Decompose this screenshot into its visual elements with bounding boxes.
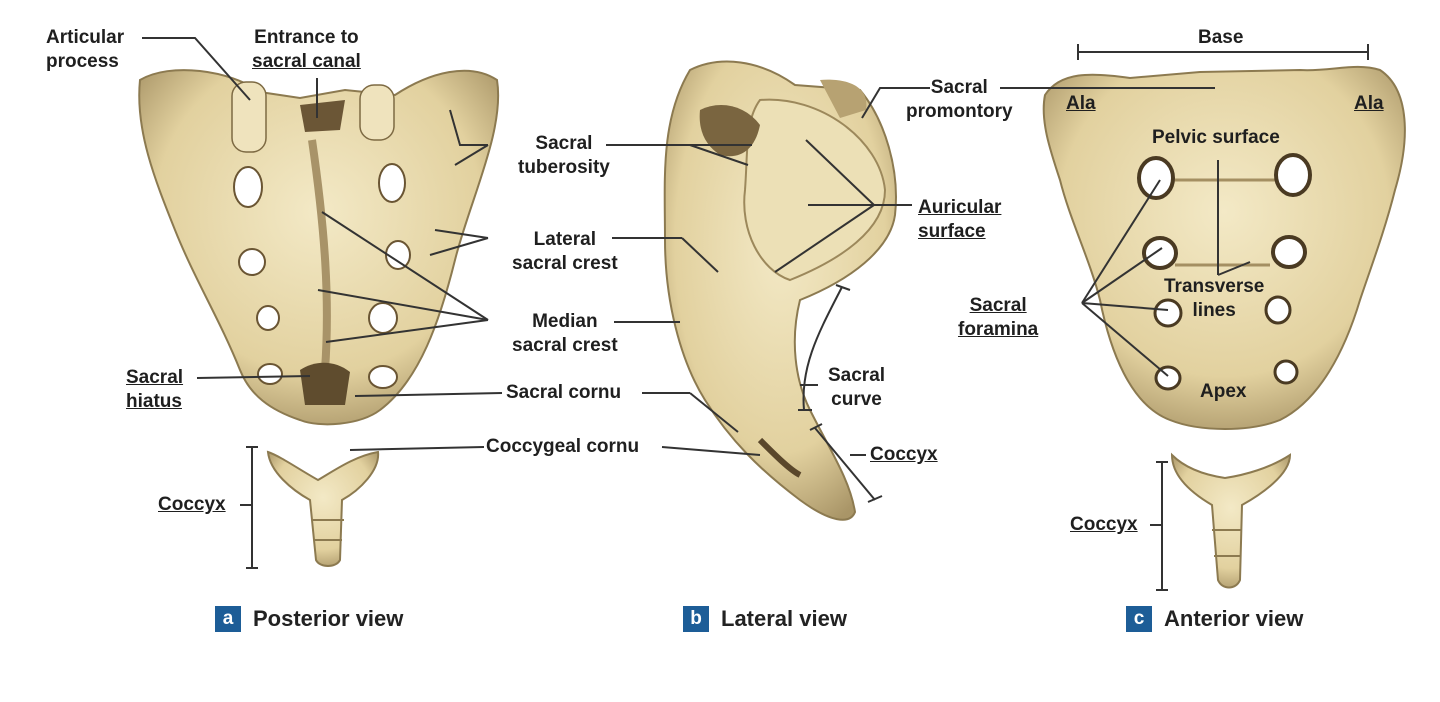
label-line: process	[46, 51, 119, 72]
label-sacral-cornu: Sacral cornu	[506, 381, 621, 405]
promontory-shape	[820, 79, 867, 118]
label-line: Sacral	[535, 133, 593, 154]
label-line: Coccyx	[870, 444, 938, 465]
foramen-c7	[1154, 365, 1182, 391]
label-ala-left: Ala	[1066, 92, 1096, 116]
posterior-sacrum	[138, 69, 500, 426]
label-line: tuberosity	[518, 157, 610, 178]
foramen-a1	[233, 166, 263, 208]
label-line: Base	[1198, 27, 1244, 48]
label-sacral-tuberosity: Sacral tuberosity	[518, 132, 610, 180]
anterior-coccyx	[1170, 452, 1292, 589]
label-line: Apex	[1200, 381, 1247, 402]
label-pelvic-surface: Pelvic surface	[1152, 126, 1280, 150]
label-line: sacral crest	[512, 253, 618, 274]
sacral-canal-entrance	[300, 100, 345, 132]
label-line: Median	[532, 311, 598, 332]
label-line: Transverse	[1164, 276, 1265, 297]
foramen-c2	[1274, 153, 1312, 197]
label-articular-process: Articular process	[46, 26, 124, 74]
panel-badge-b: b	[683, 606, 709, 632]
label-line: Coccyx	[158, 494, 226, 515]
sacral-hiatus-shape	[300, 362, 350, 405]
label-line: Sacral	[828, 365, 886, 386]
caption-text: Lateral view	[721, 606, 847, 631]
foramen-a2	[378, 163, 406, 203]
label-line: curve	[831, 389, 882, 410]
foramen-c8	[1273, 359, 1299, 385]
label-auricular-surface: Auricular surface	[918, 196, 1001, 244]
foramen-c1	[1137, 156, 1175, 200]
label-line: sacral canal	[252, 51, 361, 72]
panel-badge-a: a	[215, 606, 241, 632]
label-line: Ala	[1354, 93, 1384, 114]
anterior-sacrum	[1042, 65, 1406, 430]
label-line: Sacral cornu	[506, 382, 622, 403]
label-line: Pelvic surface	[1152, 127, 1280, 148]
label-sacral-hiatus: Sacral hiatus	[126, 366, 183, 414]
foramen-a4	[385, 240, 411, 270]
left-articular-process	[231, 81, 267, 153]
label-transverse-lines: Transverse lines	[1164, 275, 1264, 323]
auricular-surface-shape	[743, 98, 887, 282]
label-line: Entrance to	[254, 27, 359, 48]
label-line: lines	[1192, 300, 1236, 321]
foramen-c3	[1142, 236, 1178, 270]
posterior-coccyx	[266, 450, 380, 567]
label-sacral-curve: Sacral curve	[828, 364, 885, 412]
label-coccyx-a: Coccyx	[158, 493, 226, 517]
caption-anterior-view: c Anterior view	[1126, 606, 1303, 632]
foramen-c5	[1153, 298, 1183, 328]
label-lateral-sacral-crest: Lateral sacral crest	[512, 228, 618, 276]
label-line: Lateral	[533, 229, 596, 250]
label-entrance-sacral-canal: Entrance to sacral canal	[252, 26, 361, 74]
label-sacral-foramina: Sacral foramina	[958, 294, 1038, 342]
label-line: promontory	[906, 101, 1013, 122]
caption-text: Posterior view	[253, 606, 404, 631]
label-sacral-promontory: Sacral promontory	[906, 76, 1013, 124]
foramen-a6	[368, 302, 398, 334]
label-line: surface	[918, 221, 986, 242]
label-line: hiatus	[126, 391, 182, 412]
label-line: Sacral	[126, 367, 184, 388]
label-line: Coccygeal cornu	[486, 436, 640, 457]
label-median-sacral-crest: Median sacral crest	[512, 310, 618, 358]
label-line: foramina	[958, 319, 1039, 340]
foramen-a8	[368, 365, 398, 389]
caption-text: Anterior view	[1164, 606, 1304, 631]
caption-lateral-view: b Lateral view	[683, 606, 847, 632]
right-articular-process	[359, 84, 395, 141]
label-apex: Apex	[1200, 380, 1246, 404]
label-line: Auricular	[918, 197, 1002, 218]
label-line: Sacral	[930, 77, 988, 98]
panel-badge-c: c	[1126, 606, 1152, 632]
leader-lines	[142, 37, 1369, 591]
foramen-a7	[257, 363, 283, 385]
label-line: Coccyx	[1070, 514, 1138, 535]
label-line: Ala	[1066, 93, 1096, 114]
foramen-a3	[238, 248, 266, 276]
label-base: Base	[1198, 26, 1243, 50]
label-coccyx-c: Coccyx	[1070, 513, 1138, 537]
tuberosity-shadow	[699, 105, 760, 157]
label-coccygeal-cornu: Coccygeal cornu	[486, 435, 639, 459]
label-coccyx-b: Coccyx	[870, 443, 938, 467]
caption-posterior-view: a Posterior view	[215, 606, 403, 632]
lateral-sacrum	[663, 60, 897, 521]
median-crest-ridge	[308, 139, 331, 371]
label-ala-right: Ala	[1354, 92, 1384, 116]
foramen-c6	[1264, 295, 1292, 325]
label-line: Sacral	[969, 295, 1027, 316]
label-line: Articular	[46, 27, 125, 48]
label-line: sacral crest	[512, 335, 618, 356]
foramen-a5	[256, 305, 280, 331]
foramen-c4	[1271, 235, 1307, 269]
